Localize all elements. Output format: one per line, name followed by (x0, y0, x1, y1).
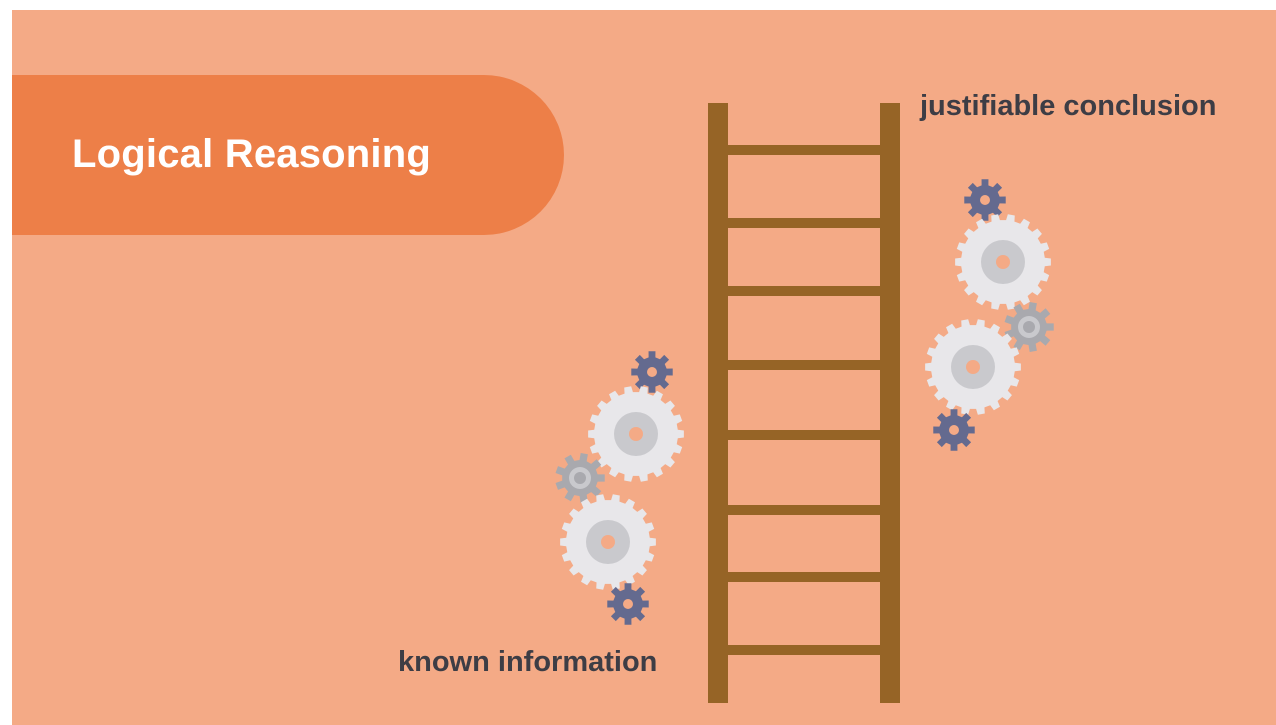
medium-gear-icon (555, 453, 605, 503)
ladder-rung (728, 430, 880, 440)
ladder-rung (728, 218, 880, 228)
ladder-rung (728, 286, 880, 296)
gear-cluster-group (555, 179, 1054, 625)
ladder-rung (728, 145, 880, 155)
large-gear-icon (588, 386, 684, 482)
gear-hub (623, 599, 633, 609)
large-gear-icon (955, 214, 1051, 310)
slide-title: Logical Reasoning (72, 132, 432, 176)
ladder-rung (728, 572, 880, 582)
large-gear-icon (925, 319, 1021, 415)
gear-hub (647, 367, 657, 377)
slide-canvas: Logical Reasoning justifiable conclusion… (12, 10, 1276, 725)
small-gear-icon (933, 409, 975, 451)
ladder-rung (728, 360, 880, 370)
ladder-icon (708, 103, 900, 703)
ladder-rung (728, 645, 880, 655)
medium-gear-icon (1004, 302, 1054, 352)
gear-hub (574, 472, 586, 484)
small-gear-icon (607, 583, 649, 625)
ladder-rung (728, 505, 880, 515)
gear-hub (996, 255, 1010, 269)
justifiable-conclusion-label: justifiable conclusion (920, 90, 1217, 122)
known-information-label: known information (398, 646, 658, 678)
gear-hub (949, 425, 959, 435)
small-gear-icon (631, 351, 673, 393)
gear-hub (966, 360, 980, 374)
gear-hub (629, 427, 643, 441)
gear-hub (980, 195, 990, 205)
ladder-left-rail (708, 103, 728, 703)
title-banner (12, 75, 564, 235)
gear-hub (601, 535, 615, 549)
ladder-right-rail (880, 103, 900, 703)
reasoning-illustration (555, 103, 1054, 703)
small-gear-icon (964, 179, 1006, 221)
large-gear-icon (560, 494, 656, 590)
gear-hub (1023, 321, 1035, 333)
